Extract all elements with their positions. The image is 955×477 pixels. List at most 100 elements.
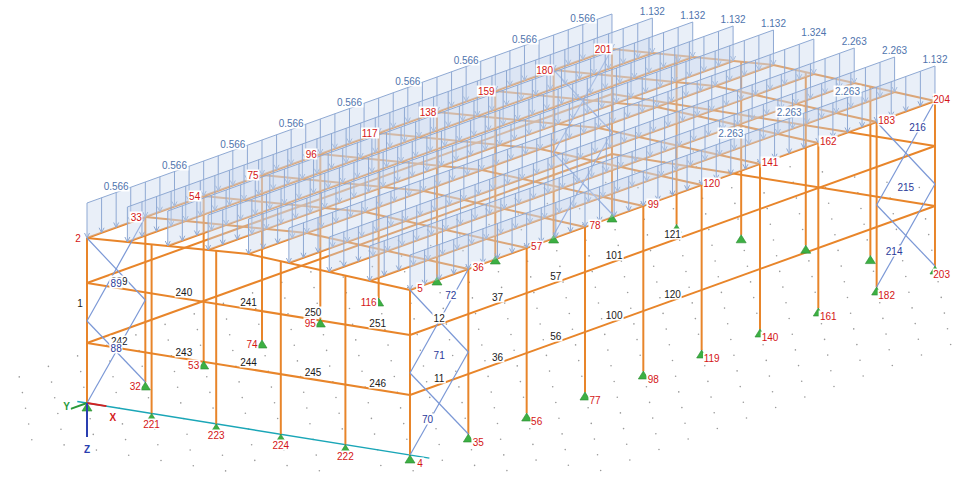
grid-dot xyxy=(847,297,849,299)
grid-dot xyxy=(122,423,124,425)
grid-dot xyxy=(439,292,441,294)
grid-dot xyxy=(572,328,574,330)
grid-dot xyxy=(828,203,830,205)
member-number: 37 xyxy=(491,291,504,302)
grid-dot xyxy=(232,350,234,352)
grid-dot xyxy=(60,428,62,430)
grid-dot xyxy=(341,428,343,430)
grid-dot xyxy=(918,339,920,341)
grid-dot xyxy=(653,266,655,268)
grid-dot xyxy=(51,381,53,383)
grid-dot xyxy=(22,392,24,394)
load-band xyxy=(410,66,935,290)
grid-dot xyxy=(776,255,778,257)
grid-dot xyxy=(708,229,710,231)
grid-dot xyxy=(590,423,592,425)
steel-member xyxy=(215,251,217,424)
load-arrow xyxy=(180,206,185,241)
load-arrow xyxy=(641,171,646,206)
node-number: 57 xyxy=(530,241,543,252)
grid-dot xyxy=(802,229,804,231)
grid-dot xyxy=(888,349,890,351)
load-arrow xyxy=(286,228,291,263)
grid-dot xyxy=(798,365,800,367)
grid-dot xyxy=(860,208,862,210)
axis-label: X xyxy=(108,412,117,423)
grid-dot xyxy=(921,354,923,356)
node-number: 204 xyxy=(932,94,951,105)
grid-dot xyxy=(595,287,597,289)
grid-dot xyxy=(568,465,570,467)
grid-dot xyxy=(446,323,448,325)
grid-dot xyxy=(516,365,518,367)
steel-member xyxy=(344,276,346,445)
node-number: 35 xyxy=(472,437,485,448)
grid-dot xyxy=(658,449,660,451)
grid-dot xyxy=(222,454,224,456)
steel-member xyxy=(817,143,819,308)
member-loads xyxy=(85,14,938,290)
grid-dot xyxy=(193,313,195,315)
node-number: 117 xyxy=(361,128,379,139)
grid-dot xyxy=(707,381,709,383)
node-number: 120 xyxy=(702,178,721,189)
node-number: 223 xyxy=(207,429,226,440)
node-number: 138 xyxy=(419,107,438,118)
grid-dot xyxy=(902,260,904,262)
load-arrow xyxy=(165,211,170,246)
grid-dot xyxy=(801,381,803,383)
grid-dot xyxy=(174,371,176,373)
grid-dot xyxy=(555,402,557,404)
load-arrow xyxy=(301,223,306,258)
steel-member xyxy=(151,244,153,413)
load-arrow xyxy=(220,210,225,245)
node-number: 182 xyxy=(877,290,896,301)
load-arrow xyxy=(382,241,387,276)
node-number: 201 xyxy=(594,44,613,55)
grid-dot xyxy=(636,339,638,341)
load-arrow xyxy=(194,201,199,236)
load-arrow xyxy=(261,214,266,249)
grid-dot xyxy=(115,392,117,394)
bracing-member xyxy=(877,205,935,266)
grid-dot xyxy=(458,386,460,388)
load-line xyxy=(410,66,935,255)
member-number: 251 xyxy=(368,317,387,328)
bracing-member xyxy=(87,300,145,403)
grid-dot xyxy=(626,444,628,446)
grid-dot xyxy=(844,281,846,283)
load-arrow xyxy=(341,232,346,267)
node-number: 224 xyxy=(271,440,290,451)
load-arrow xyxy=(480,229,485,264)
grid-dot xyxy=(31,439,33,441)
grid-dot xyxy=(650,250,652,252)
grid-dot xyxy=(390,360,392,362)
member-number: 101 xyxy=(605,249,624,260)
supports xyxy=(82,214,940,463)
grid-dot xyxy=(808,260,810,262)
member-number: 120 xyxy=(663,288,682,299)
grid-dot xyxy=(420,350,422,352)
grid-dot xyxy=(684,423,686,425)
grid-dot xyxy=(313,287,315,289)
grid-dot xyxy=(57,413,59,415)
grid-dot xyxy=(721,292,723,294)
axis-label: Z xyxy=(83,444,91,455)
grid-dot xyxy=(859,360,861,362)
node-number: 183 xyxy=(877,115,896,126)
member-number: 1 xyxy=(76,298,84,309)
load-value: 0.566 xyxy=(511,33,538,44)
load-value: 1.132 xyxy=(720,14,747,25)
grid-dot xyxy=(475,313,477,315)
bracing-number: 71 xyxy=(433,349,446,360)
bracing-member xyxy=(877,122,935,184)
grid-dot xyxy=(710,396,712,398)
node-number: 161 xyxy=(819,311,838,322)
node-number: 99 xyxy=(647,199,660,210)
grid-dot xyxy=(284,297,286,299)
grid-dot xyxy=(403,423,405,425)
member-number: 240 xyxy=(175,286,194,297)
node-number: 74 xyxy=(245,339,258,350)
load-arrow xyxy=(524,213,529,248)
load-value: 0.566 xyxy=(336,96,363,107)
